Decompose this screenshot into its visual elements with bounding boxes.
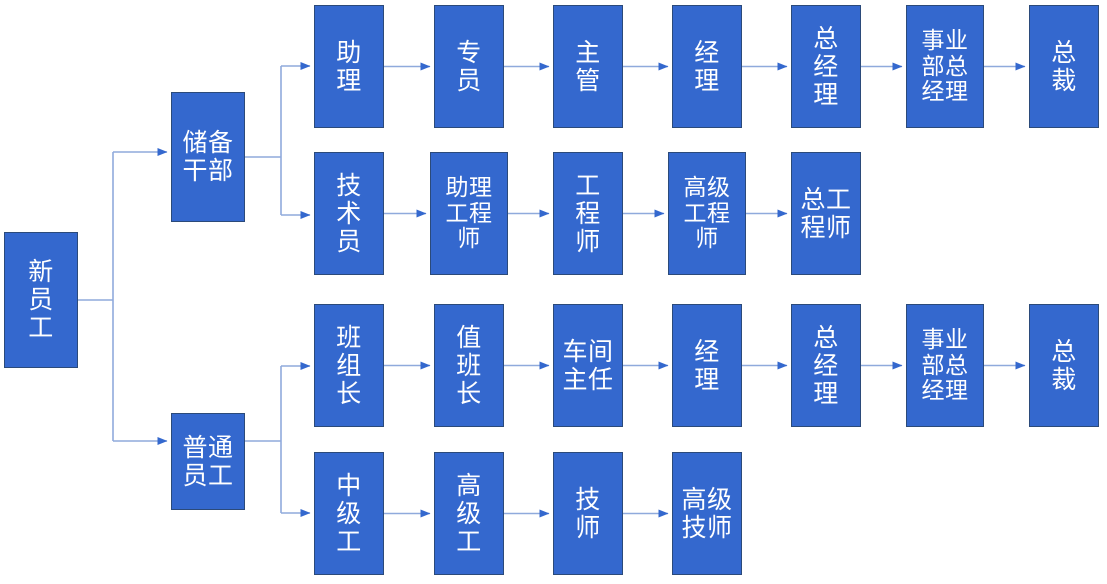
node-production-track-step-3[interactable]: 经理 [672,304,742,427]
node-production-track-step-5[interactable]: 事业部总经理 [906,304,984,427]
node-reserve-cadre[interactable]: 储备干部 [171,92,245,222]
node-label: 高级工 [456,471,482,556]
node-management-track-step-0[interactable]: 助理 [314,5,384,128]
node-label: 技术员 [336,171,362,256]
node-management-track-step-3[interactable]: 经理 [672,5,742,128]
node-label: 值班长 [456,323,482,408]
node-label: 普通员工 [182,433,234,490]
node-label: 事业部总经理 [921,325,969,404]
node-label: 工程师 [575,171,601,256]
node-management-track-step-4[interactable]: 总经理 [791,5,861,128]
node-label: 经理 [694,337,720,394]
node-production-track-step-4[interactable]: 总经理 [791,304,861,427]
node-label: 总工程师 [800,185,852,242]
node-label: 新员工 [28,258,54,342]
node-management-track-step-6[interactable]: 总裁 [1029,5,1099,128]
node-label: 车间主任 [562,337,614,394]
node-label: 经理 [694,38,720,95]
node-label: 专员 [456,38,482,95]
node-technical-track-step-1[interactable]: 助理工程师 [430,152,508,275]
node-ordinary-staff[interactable]: 普通员工 [171,413,245,510]
node-skill-track-step-1[interactable]: 高级工 [434,452,504,575]
node-production-track-step-1[interactable]: 值班长 [434,304,504,427]
node-label: 总经理 [813,323,839,408]
node-technical-track-step-0[interactable]: 技术员 [314,152,384,275]
node-label: 助理工程师 [445,173,493,252]
node-label: 技师 [575,485,601,542]
node-management-track-step-1[interactable]: 专员 [434,5,504,128]
node-skill-track-step-0[interactable]: 中级工 [314,452,384,575]
node-production-track-step-6[interactable]: 总裁 [1029,304,1099,427]
node-technical-track-step-4[interactable]: 总工程师 [791,152,861,275]
node-label: 高级工程师 [683,173,731,252]
node-label: 事业部总经理 [921,26,969,105]
node-skill-track-step-2[interactable]: 技师 [553,452,623,575]
node-label: 总经理 [813,24,839,109]
node-production-track-step-2[interactable]: 车间主任 [553,304,623,427]
node-production-track-step-0[interactable]: 班组长 [314,304,384,427]
node-label: 班组长 [336,323,362,408]
node-label: 储备干部 [182,129,234,185]
node-new-employee[interactable]: 新员工 [4,232,78,368]
node-technical-track-step-2[interactable]: 工程师 [553,152,623,275]
node-label: 中级工 [336,471,362,556]
node-management-track-step-5[interactable]: 事业部总经理 [906,5,984,128]
node-label: 总裁 [1051,38,1077,95]
node-management-track-step-2[interactable]: 主管 [553,5,623,128]
node-label: 总裁 [1051,337,1077,394]
node-label: 助理 [336,38,362,95]
node-technical-track-step-3[interactable]: 高级工程师 [668,152,746,275]
node-label: 高级技师 [681,485,733,542]
node-skill-track-step-3[interactable]: 高级技师 [672,452,742,575]
node-label: 主管 [575,38,601,95]
